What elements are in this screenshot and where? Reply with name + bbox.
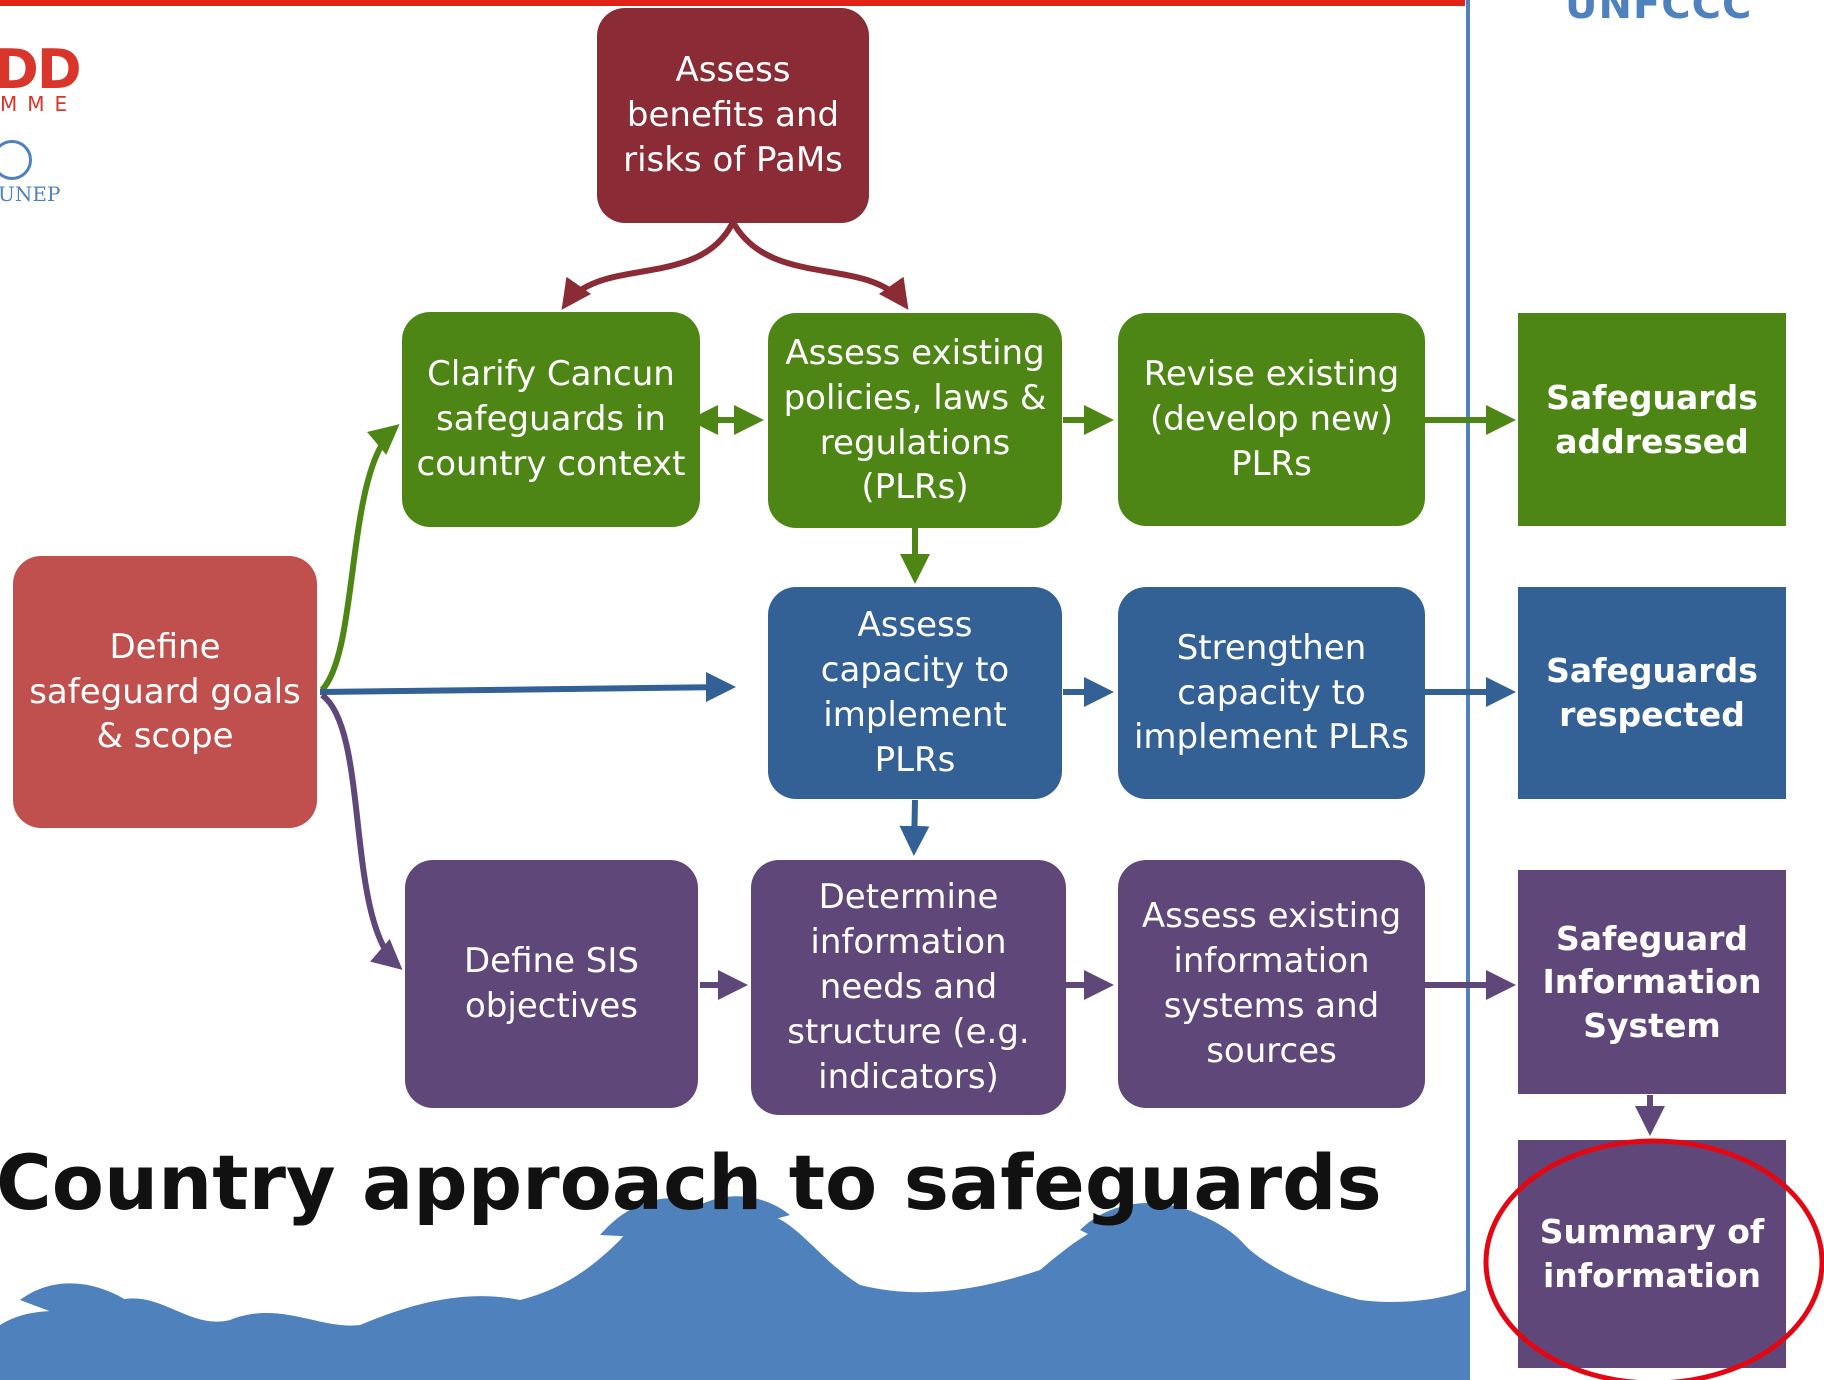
outcome-safeguards-addressed: Safeguards addressed [1518,313,1786,526]
unep-logo-label: UNEP [0,182,61,206]
unfccc-heading: UNFCCC [1565,0,1753,28]
box-define-safeguard-goals: Define safeguard goals & scope [13,556,317,828]
outcome-safeguard-information-system: Safeguard Information System [1518,870,1786,1094]
programme-logo-fragment: MME [0,92,78,116]
un-redd-logo-fragment: DD [0,38,82,101]
arrow-define-to-capacity [319,672,736,703]
arrow-benefits-to-assess-policies [730,220,909,310]
box-determine-information-needs: Determine information needs and structur… [751,860,1066,1115]
forest-silhouette [0,1196,1466,1380]
box-strengthen-capacity: Strengthen capacity to implement PLRs [1118,587,1425,799]
arrow-define-to-clarify [319,424,400,693]
outcome-summary-of-information: Summary of information [1518,1140,1786,1368]
box-define-sis-objectives: Define SIS objectives [405,860,698,1108]
box-assess-existing-plrs: Assess existing policies, laws & regulat… [768,313,1062,528]
top-red-rule [0,0,1465,6]
arrow-capacity-to-determine [899,799,930,856]
box-assess-benefits-risks: Assess benefits and risks of PaMs [597,8,869,223]
box-clarify-cancun: Clarify Cancun safeguards in country con… [402,312,700,527]
box-assess-capacity: Assess capacity to implement PLRs [768,587,1062,799]
box-revise-plrs: Revise existing (develop new) PLRs [1118,313,1425,526]
arrow-define-to-sis [320,692,403,970]
outcome-safeguards-respected: Safeguards respected [1518,587,1786,799]
slide-title: Country approach to safeguards [0,1138,1382,1227]
box-assess-info-systems: Assess existing information systems and … [1118,860,1425,1108]
arrow-benefits-to-clarify [561,220,736,310]
unep-emblem-icon [0,140,32,180]
